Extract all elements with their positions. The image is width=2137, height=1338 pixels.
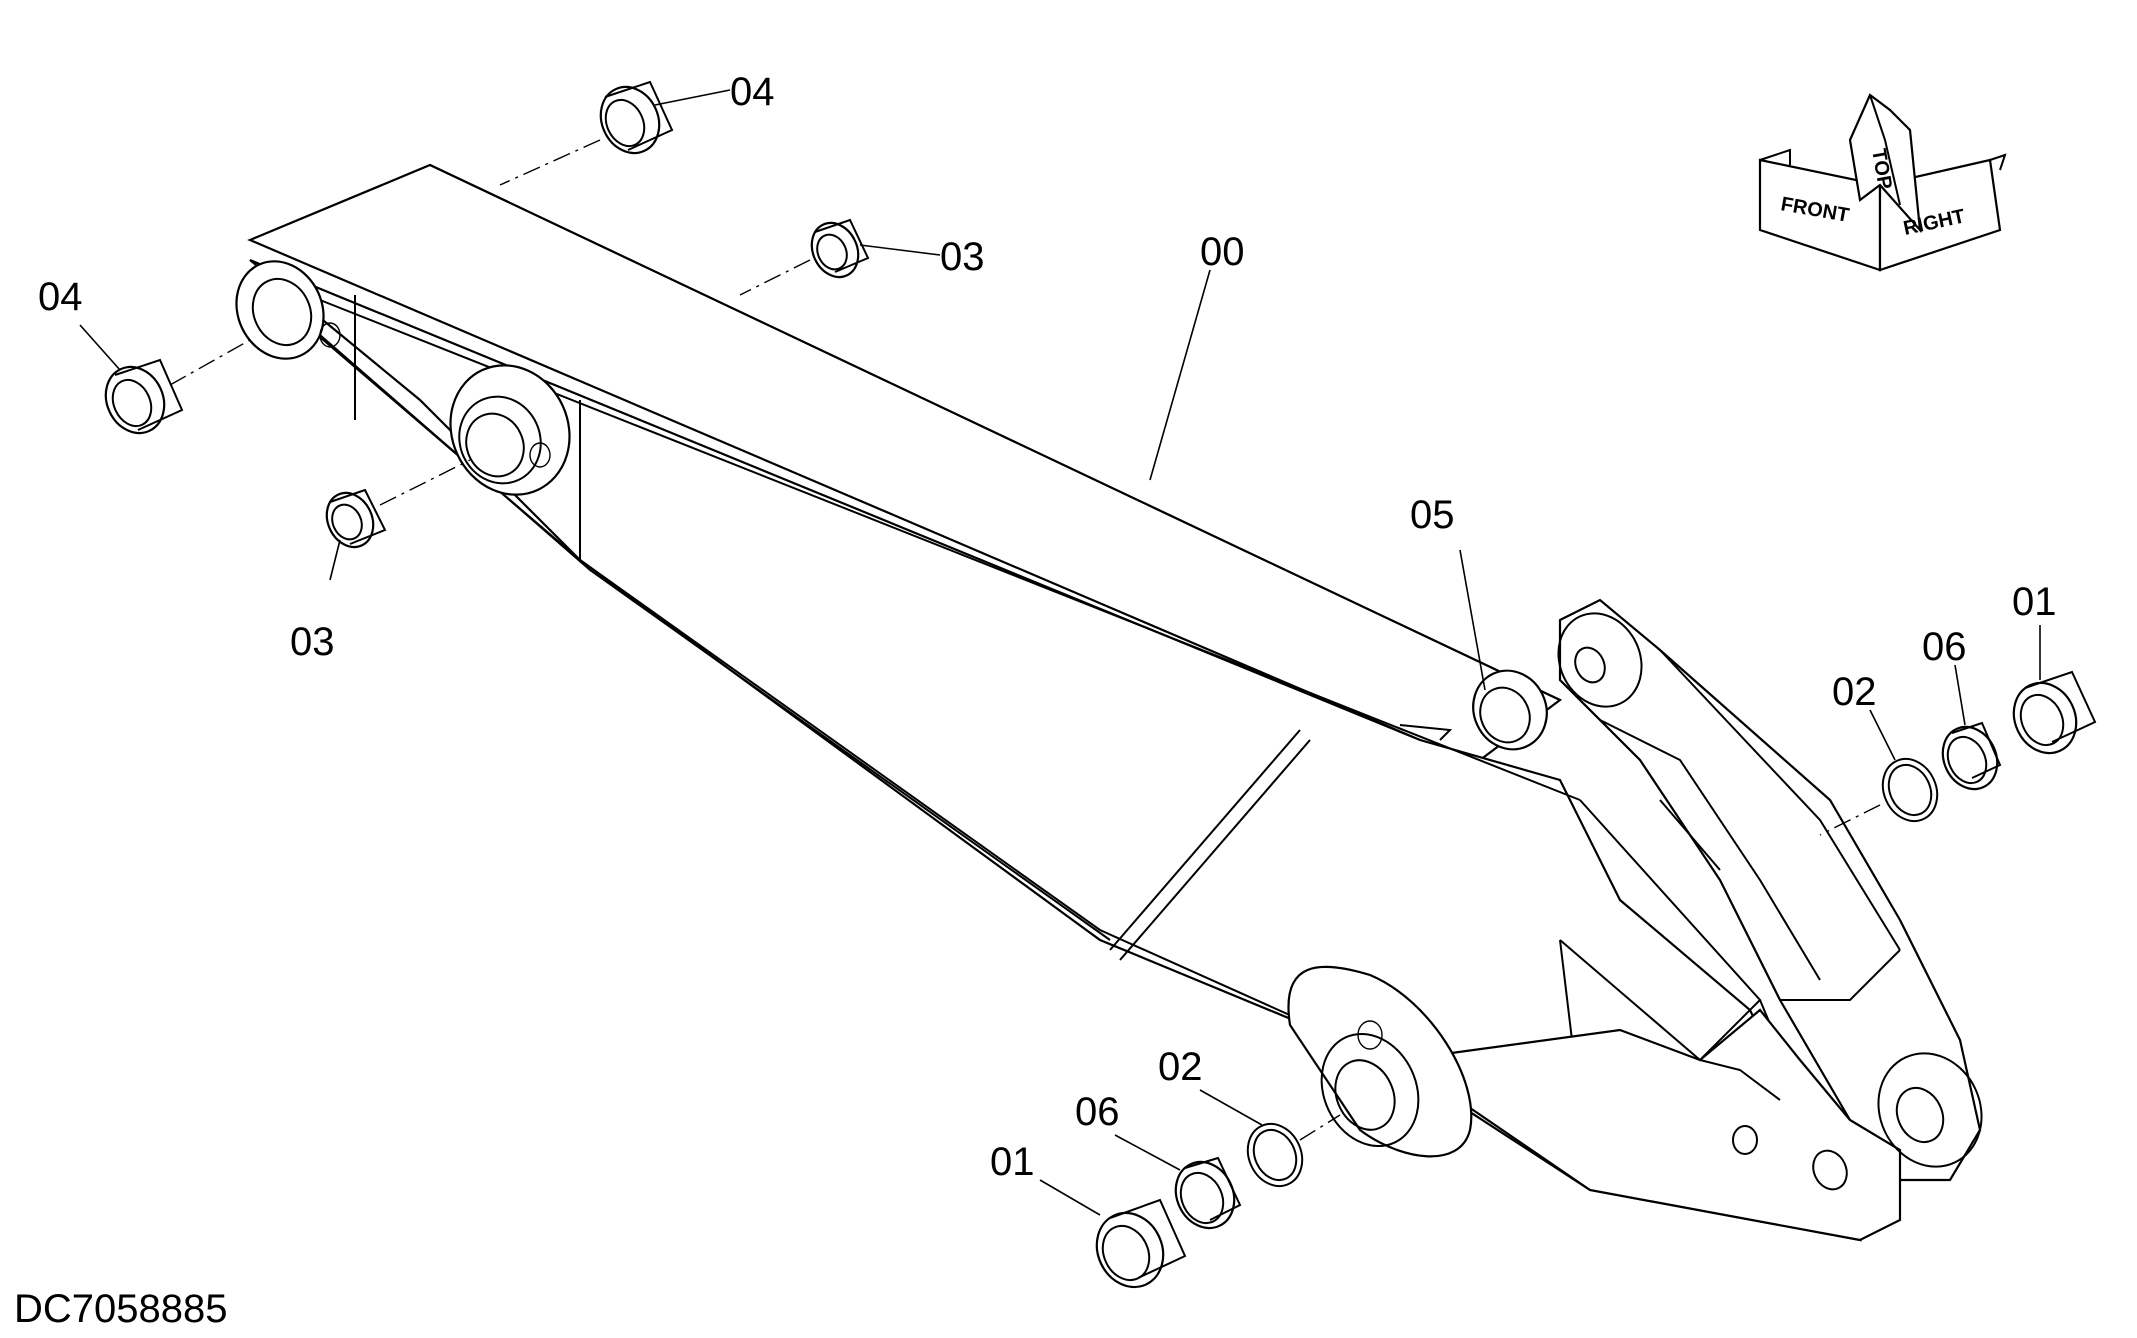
callout-03-left: 03 — [290, 620, 335, 664]
orientation-indicator: FRONT RIGHT TOP — [1758, 93, 2007, 272]
bushing-01-bottom — [1095, 1198, 1187, 1289]
callout-03-top: 03 — [940, 235, 985, 279]
bracket-holes — [1557, 612, 1983, 1191]
callout-02-right: 02 — [1832, 670, 1877, 714]
ring-02-right — [1881, 757, 1939, 823]
leader-lines — [79, 89, 2041, 1216]
callout-05: 05 — [1410, 493, 1455, 537]
callout-labels: 00 04 04 03 03 05 01 06 02 02 06 01 — [38, 70, 2057, 1184]
arm-body — [247, 163, 1982, 1242]
callout-06-right: 06 — [1922, 625, 1967, 669]
callout-01-right: 01 — [2012, 580, 2057, 624]
callout-00: 00 — [1200, 230, 1245, 274]
bushing-04-left — [104, 358, 184, 435]
left-end-bore — [235, 260, 341, 360]
part-05-bore — [1399, 669, 1548, 751]
callout-06-left: 06 — [1075, 1090, 1120, 1134]
shim-06-right — [1941, 721, 2002, 791]
callout-04-top: 04 — [730, 70, 775, 114]
bushing-03-left — [325, 488, 387, 549]
callout-02-left: 02 — [1158, 1045, 1203, 1089]
callout-04-left: 04 — [38, 275, 83, 319]
ring-02-bottom — [1246, 1122, 1304, 1188]
center-lines — [169, 139, 1881, 1141]
lower-pivot-boss — [1287, 965, 1473, 1158]
middle-boss-bore — [449, 364, 571, 496]
bushing-04-top — [599, 80, 674, 155]
drawing-id: DC7058885 — [14, 1287, 228, 1331]
bushing-01-right — [2012, 670, 2097, 755]
callout-01-left: 01 — [990, 1140, 1035, 1184]
bushing-03-top — [810, 218, 870, 279]
shim-06-bottom — [1174, 1156, 1242, 1230]
